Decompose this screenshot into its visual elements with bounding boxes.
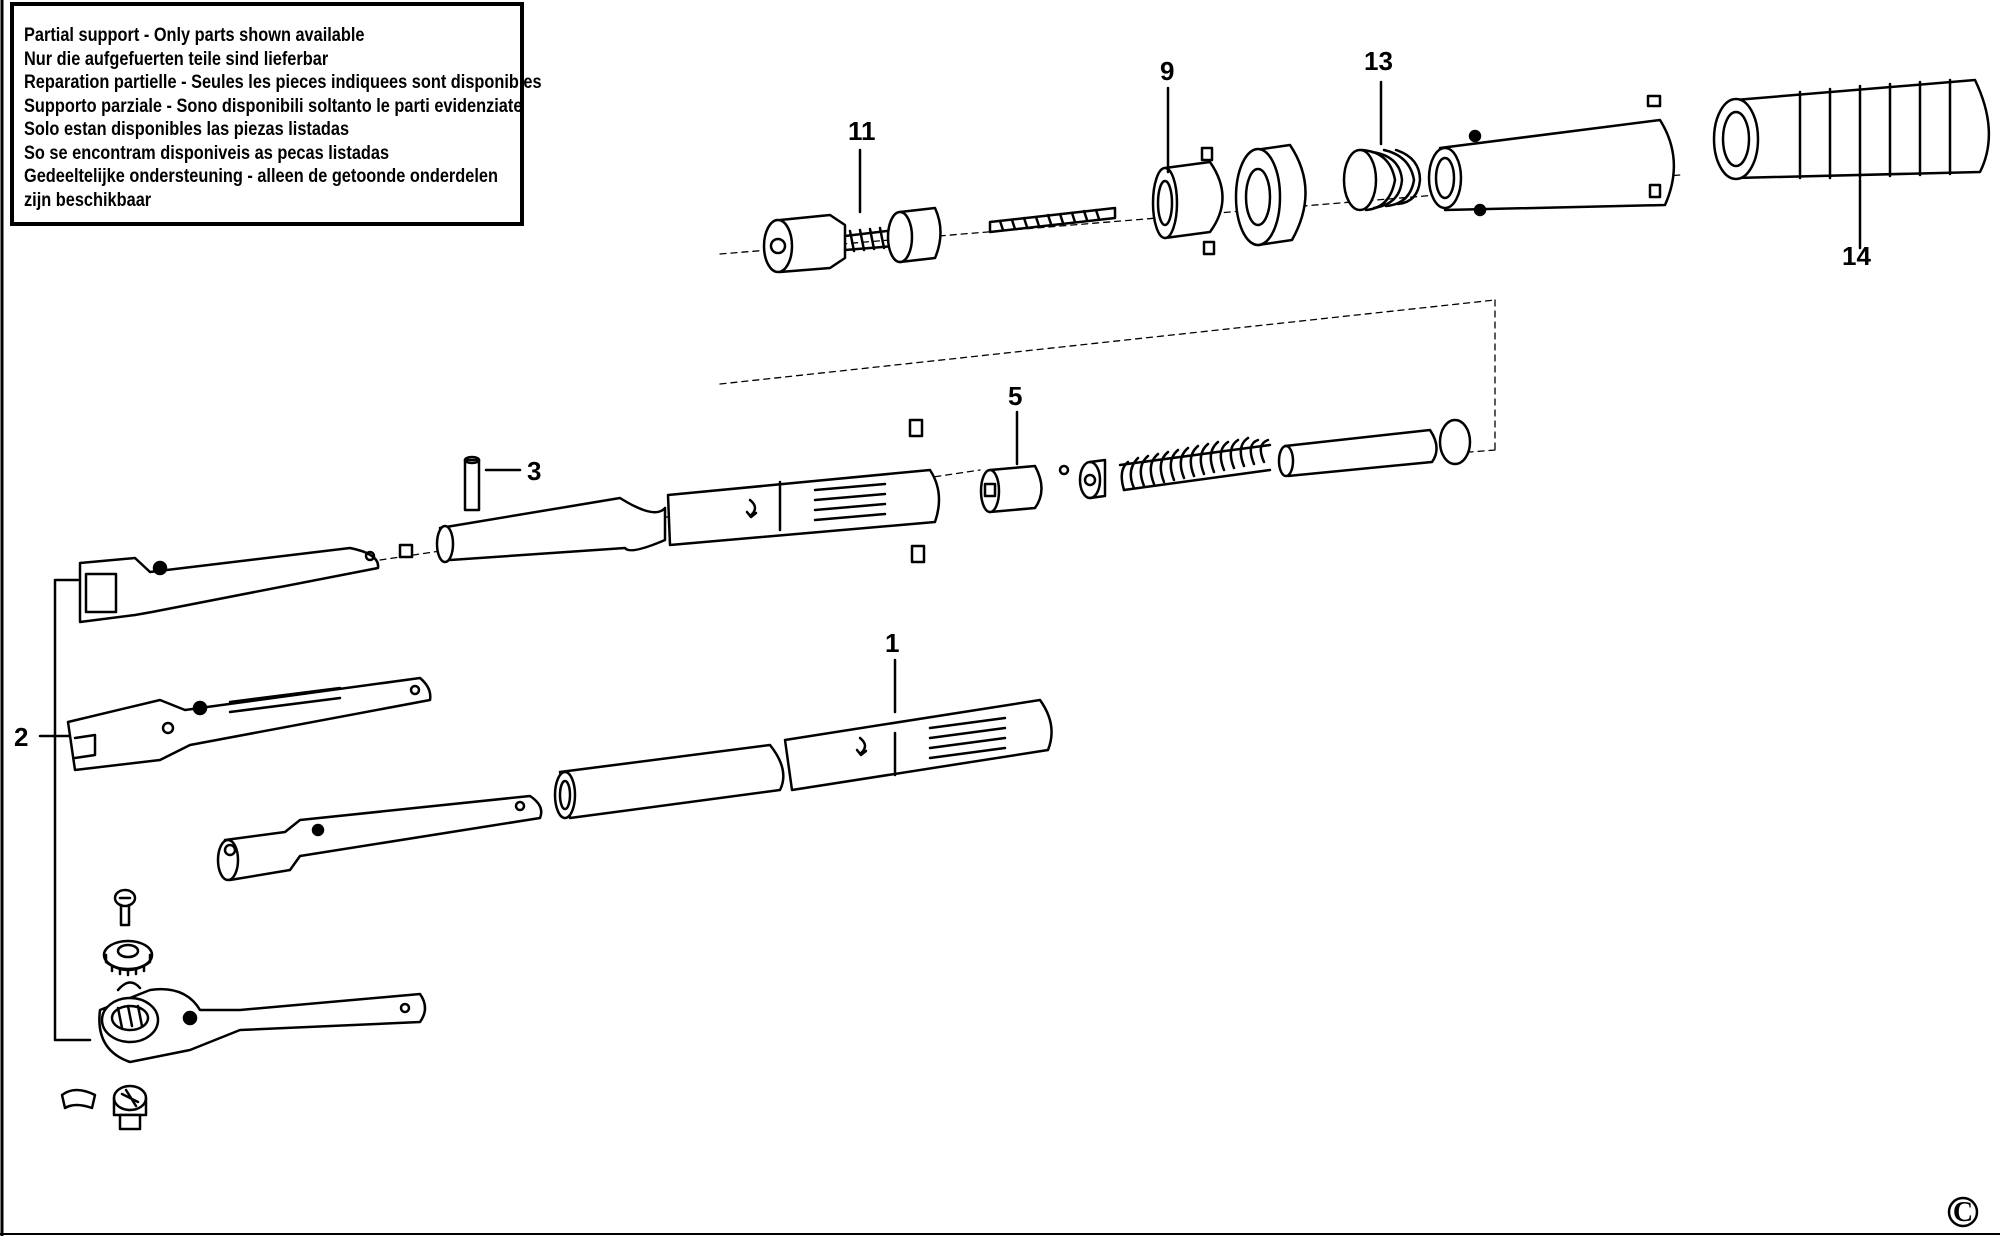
part-11-adjuster [762,206,942,274]
bush [1234,143,1307,247]
wrench-head-arm-upper [78,546,380,624]
notice-line-nl-cont: zijn beschikbaar [24,189,152,211]
barrel-tube [1427,94,1676,217]
part-14-grip [1712,78,1991,181]
callout-13: 13 [1364,46,1393,76]
threaded-rod [988,206,1117,234]
part-2-bracket [53,578,92,1042]
part-9-collar [1151,146,1224,256]
notice-line-pt: So se encontram disponiveis as pecas lis… [24,142,390,164]
callout-2: 2 [14,722,28,752]
notice-line-it: Supporto parziale - Sono disponibili sol… [24,95,523,117]
callout-14: 14 [1842,241,1871,271]
part-3-pin [463,455,481,512]
copyright-mark: C [1947,1196,1979,1228]
tube-rear-segment [666,418,941,564]
part-1-tube-rear [783,698,1053,792]
knurled-nut [102,939,154,977]
main-spring [1118,436,1272,492]
notice-line-es: Solo estan disponibles las piezas listad… [24,119,350,140]
notice-line-nl: Gedeeltelijke ondersteuning - alleen de … [24,166,498,187]
partial-support-notice: Partial support - Only parts shown avail… [10,2,542,226]
wrench-head-arm-lower [216,794,543,882]
callout-9: 9 [1160,56,1174,86]
callout-3: 3 [527,456,541,486]
notice-line-fr: Reparation partielle - Seules les pieces… [24,72,542,93]
pawl [60,1088,97,1110]
callout-1: 1 [885,628,899,658]
part-1-tube-front [553,743,785,820]
part-5-plug [979,464,1070,514]
notice-line-en: Partial support - Only parts shown avail… [24,25,365,46]
copyright-letter: C [1953,1197,1973,1228]
wrench-head-arm-middle [66,676,432,772]
screw [113,888,137,927]
callout-5: 5 [1008,381,1022,411]
part-13-spring [1342,148,1422,212]
callout-11: 11 [848,116,876,146]
spring-rod [1277,418,1472,478]
spring-cap [1078,458,1107,500]
drive-square [112,1084,148,1131]
tube-front-segment [435,496,667,564]
ratchet-head [98,981,427,1064]
notice-line-de: Nur die aufgefuerten teile sind lieferba… [24,48,329,70]
square-block [398,543,414,559]
